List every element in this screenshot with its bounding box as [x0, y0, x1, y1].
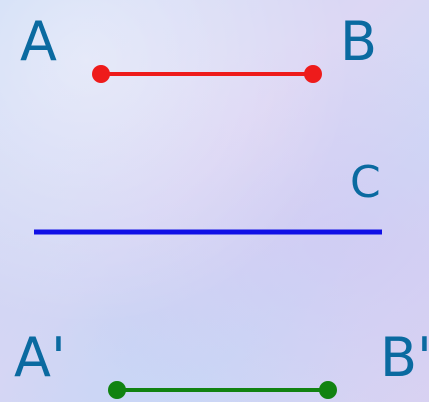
point-b: [304, 65, 322, 83]
label-a-prime: A': [14, 326, 66, 389]
label-b-prime: B': [380, 326, 429, 389]
label-c: C: [350, 157, 381, 208]
point-a: [92, 65, 110, 83]
point-b-prime: [319, 381, 337, 399]
label-a: A: [20, 10, 57, 73]
point-a-prime: [108, 381, 126, 399]
label-b: B: [340, 10, 377, 73]
